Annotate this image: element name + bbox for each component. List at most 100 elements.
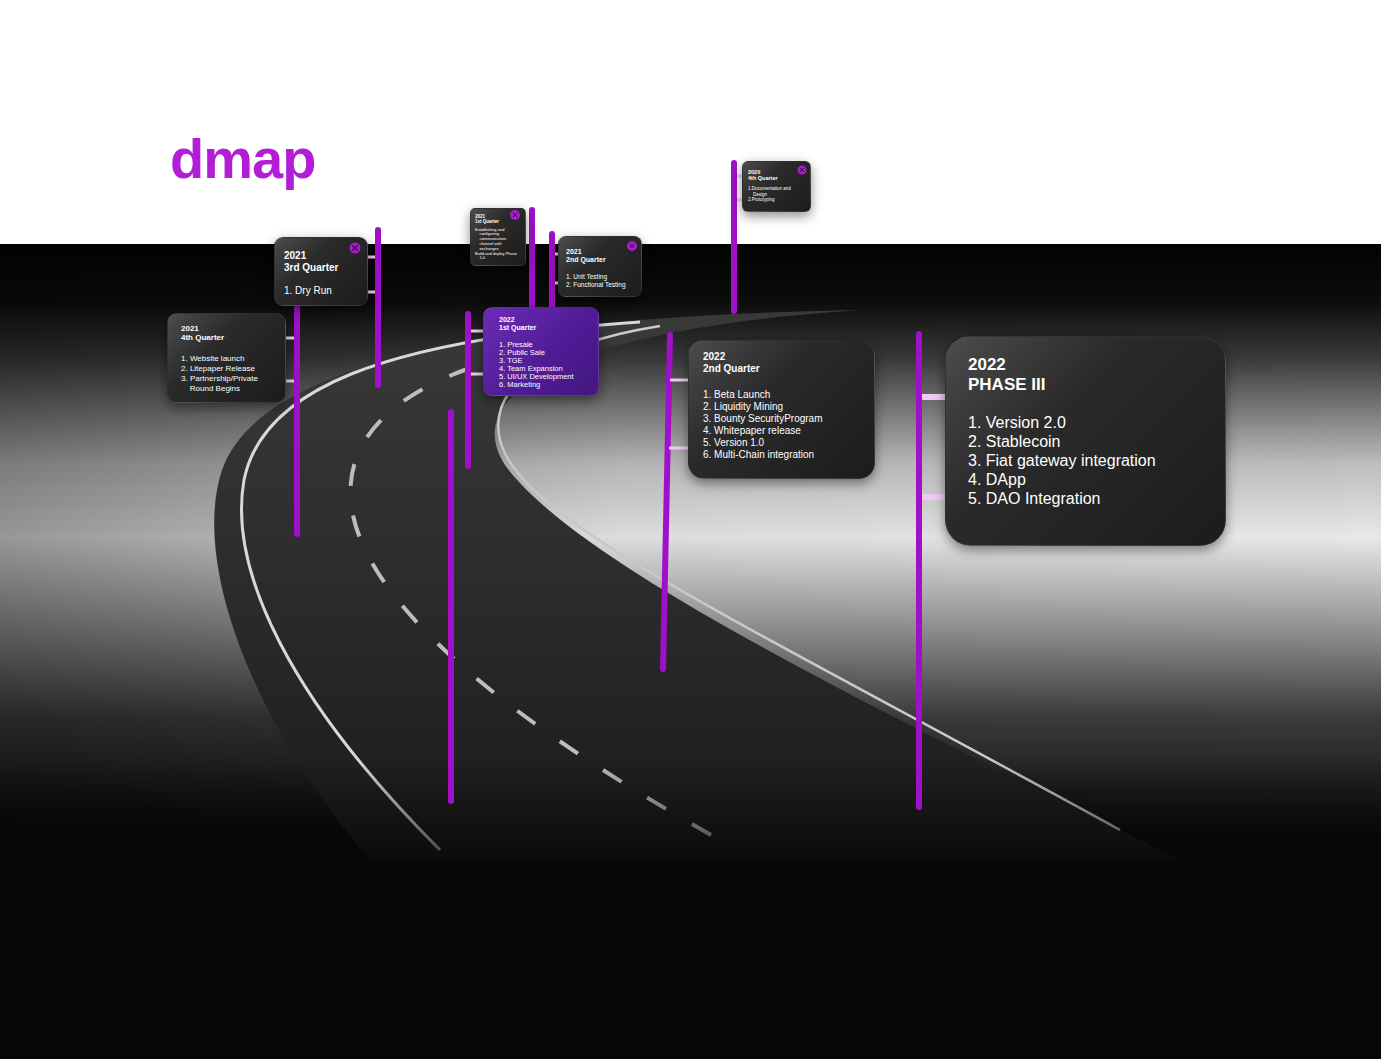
sign-pole — [375, 230, 381, 385]
check-icon — [798, 166, 807, 175]
milestone-sign: 20214th Quarter 1. Website launch2. Litep… — [167, 313, 286, 403]
quarter-heading: 4th Quarter — [748, 175, 805, 181]
milestone-item: 2. Public Sale — [499, 349, 583, 357]
check-icon — [627, 241, 637, 251]
sign-list: Establishing and configuring communicati… — [475, 228, 521, 262]
sign-heading: 20214th Quarter — [181, 324, 272, 343]
check-icon — [510, 210, 520, 220]
sign-pole — [465, 314, 471, 466]
milestone-item: 2. Functional Testing — [566, 281, 634, 289]
milestone-item: 4. Team Expansion — [499, 365, 583, 373]
milestone-item: 5. UI/UX Development — [499, 373, 583, 381]
milestone-item: 2. Liquidity Mining — [703, 401, 860, 413]
milestone-item: 6. Marketing — [499, 381, 583, 389]
milestone-item: 2. Stablecoin — [968, 432, 1203, 451]
quarter-heading: 2021 — [475, 214, 521, 219]
check-icon — [630, 244, 634, 248]
sign-list: 1. Presale2. Public Sale3. TGE4. Team Ex… — [499, 341, 583, 389]
sign-pole — [448, 412, 454, 801]
sign-heading: 2022PHASE III — [968, 355, 1203, 395]
milestone-sign: 20212nd Quarter 1. Unit Testing2. Functio… — [558, 236, 642, 297]
milestone-sign: 20211st QuarterEstablishing and configur… — [470, 208, 526, 266]
sign-list: 1. Dry Run — [284, 285, 358, 297]
sign-heading: 20204th Quarter — [748, 169, 805, 182]
sign-list: 1.Documentation and Design2.Prototyping — [748, 186, 805, 203]
check-icon — [513, 213, 517, 217]
sign-bracket — [670, 379, 688, 382]
sign-heading: 20221st Quarter — [499, 316, 583, 333]
milestone-item: 3. Fiat gateway integration — [968, 451, 1203, 470]
milestone-item: 1.Documentation and Design — [748, 186, 805, 197]
milestone-item: 1. Version 2.0 — [968, 413, 1203, 432]
milestone-sign: 20222nd Quarter 1. Beta Launch2. Liquidit… — [688, 340, 875, 479]
ground-shade — [0, 244, 1381, 1059]
check-icon — [350, 243, 361, 254]
sign-pole — [549, 234, 555, 307]
quarter-heading: 3rd Quarter — [284, 262, 358, 274]
sign-list: 1. Version 2.02. Stablecoin3. Fiat gatew… — [968, 413, 1203, 508]
milestone-item: 1. Beta Launch — [703, 389, 860, 401]
sign-bracket — [286, 380, 294, 383]
milestone-sign: 20221st Quarter 1. Presale2. Public Sale3… — [483, 307, 599, 396]
sign-heading: 20211st Quarter — [475, 214, 521, 225]
milestone-item: 6. Multi-Chain integration — [703, 449, 860, 461]
sign-list: 1. Unit Testing2. Functional Testing — [566, 273, 634, 289]
sign-bracket — [922, 494, 945, 500]
quarter-heading: 2022 — [968, 355, 1203, 375]
quarter-heading: 2022 — [703, 351, 860, 363]
sign-pole — [916, 334, 922, 807]
milestone-item: 1. Dry Run — [284, 285, 358, 297]
quarter-heading: 1st Quarter — [499, 324, 583, 332]
milestone-item: 3. TGE — [499, 357, 583, 365]
sign-heading: 20222nd Quarter — [703, 351, 860, 375]
quarter-heading: 2020 — [748, 169, 805, 175]
sign-bracket — [471, 373, 483, 376]
quarter-heading: 1st Quarter — [475, 219, 521, 224]
check-icon — [798, 166, 807, 175]
sign-pole — [294, 308, 300, 534]
ground-fade — [0, 760, 1381, 1059]
sign-bracket — [368, 291, 375, 294]
milestone-item: 3. Bounty SecurityProgram — [703, 413, 860, 425]
ground-band — [0, 244, 1381, 1059]
sign-pole — [731, 163, 737, 311]
milestone-item: 1. Unit Testing — [566, 273, 634, 281]
milestone-sign: 2022PHASE III 1. Version 2.02. Stablecoin… — [945, 336, 1226, 546]
milestone-item: 3. Partnership/Private Round Begins — [181, 374, 272, 394]
title-block: dmap — [170, 128, 315, 190]
sign-bracket — [471, 330, 483, 333]
check-icon — [627, 241, 637, 251]
milestone-item: 5. Version 1.0 — [703, 437, 860, 449]
sign-heading: 20213rd Quarter — [284, 250, 358, 274]
check-icon — [353, 246, 358, 251]
milestone-item: 1. Website launch — [181, 354, 272, 364]
quarter-heading: 2nd Quarter — [703, 363, 860, 375]
check-icon — [800, 168, 804, 172]
milestone-sign: 20213rd Quarter 1. Dry Run — [274, 237, 368, 306]
quarter-heading: 2022 — [499, 316, 583, 324]
milestone-sign: 20204th Quarter 1.Documentation and Desig… — [742, 161, 811, 212]
check-icon — [350, 243, 361, 254]
milestone-item: Establishing and configuring communicati… — [475, 228, 521, 252]
sign-bracket — [922, 394, 945, 400]
milestone-item: 5. DAO Integration — [968, 489, 1203, 508]
milestone-item: 1. Presale — [499, 341, 583, 349]
sign-bracket — [669, 447, 688, 450]
quarter-heading: 2021 — [566, 248, 634, 256]
sign-list: 1. Beta Launch2. Liquidity Mining3. Boun… — [703, 389, 860, 461]
white-sky — [0, 0, 1381, 244]
sign-pole — [663, 335, 670, 669]
quarter-heading: 4th Quarter — [181, 333, 272, 342]
sign-pole — [529, 210, 535, 307]
sign-list: 1. Website launch2. Litepaper Release3. … — [181, 354, 272, 394]
quarter-heading: 2nd Quarter — [566, 256, 634, 264]
check-icon — [510, 210, 520, 220]
milestone-item: 4. Whitepaper release — [703, 425, 860, 437]
quarter-heading: 2021 — [284, 250, 358, 262]
quarter-heading: PHASE III — [968, 375, 1203, 395]
roadmap-title: dmap — [170, 128, 315, 190]
milestone-item: 4. DApp — [968, 470, 1203, 489]
milestone-item: 2.Prototyping — [748, 197, 805, 203]
sign-heading: 20212nd Quarter — [566, 248, 634, 265]
